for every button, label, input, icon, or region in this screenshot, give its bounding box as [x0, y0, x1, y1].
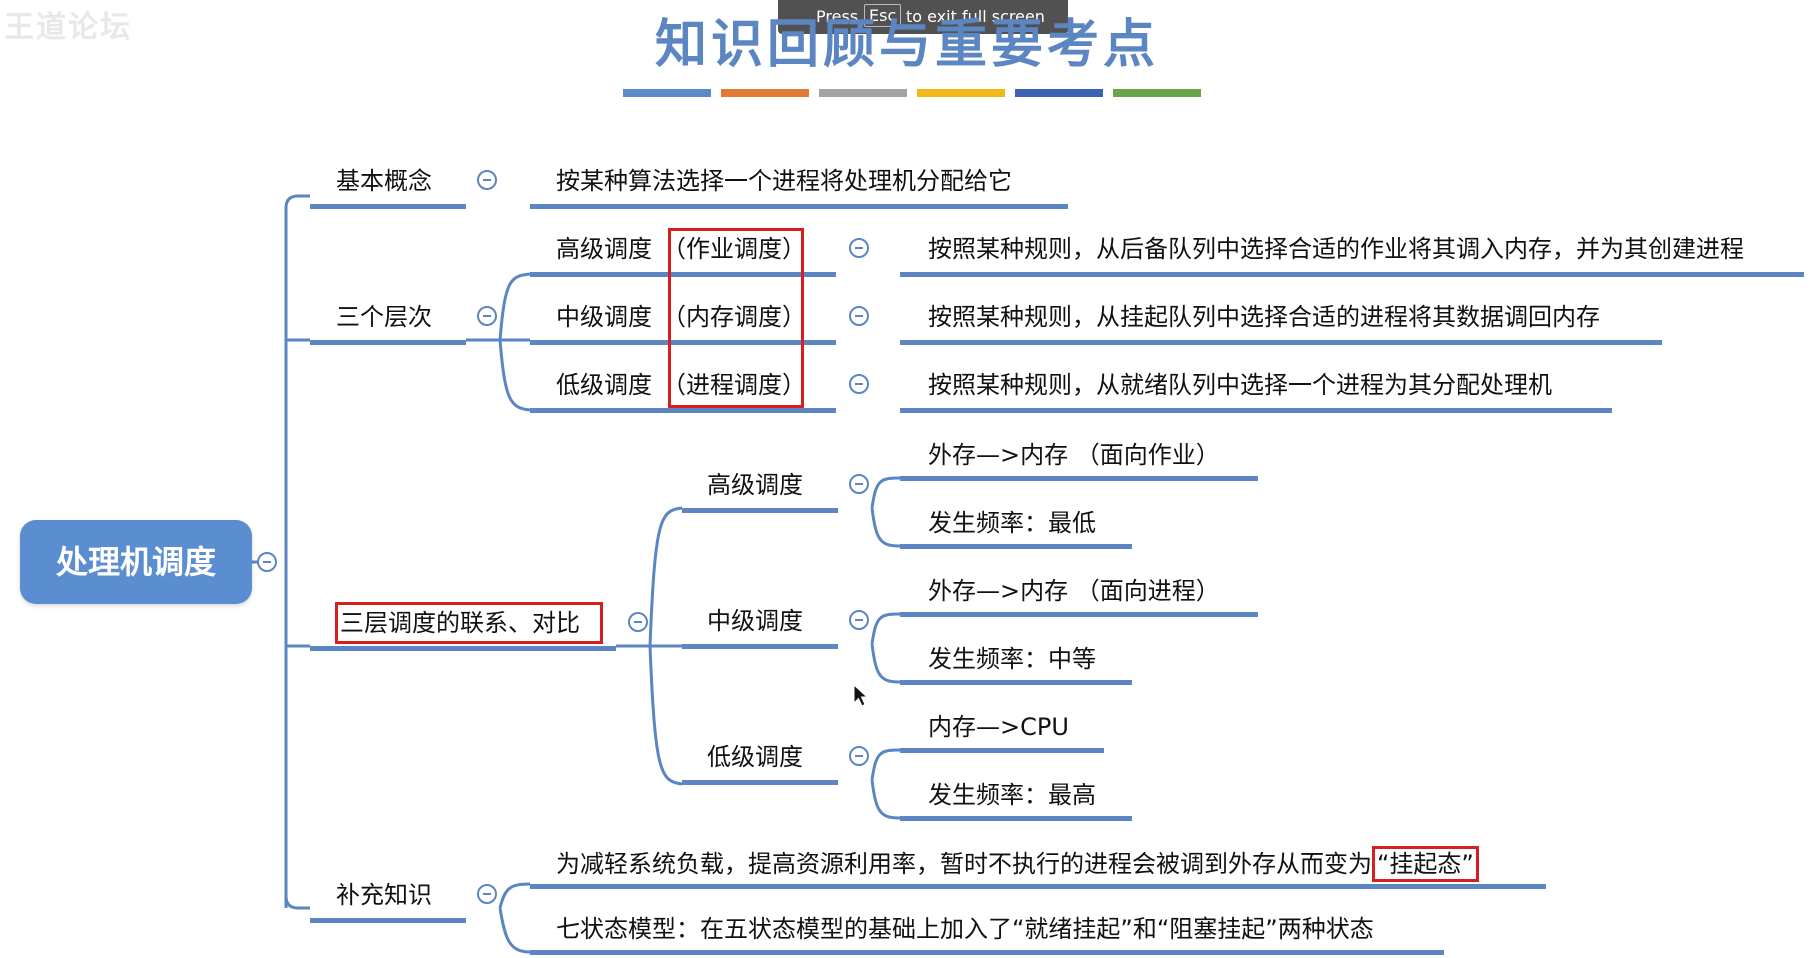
- detail-underline: [900, 748, 1104, 753]
- detail-underline: [530, 204, 1068, 209]
- compare-highlight-box: [335, 602, 603, 644]
- extra-item-2: 七状态模型：在五状态模型的基础上加入了“就绪挂起”和“阻塞挂起”两种状态: [556, 915, 1374, 943]
- compare-mid-detail-2: 发生频率：中等: [928, 645, 1096, 673]
- title-color-bar: [1113, 89, 1201, 97]
- detail-underline: [900, 680, 1132, 685]
- level-high-label[interactable]: 高级调度: [556, 235, 652, 263]
- compare-low-detail-1: 内存—>CPU: [928, 713, 1069, 741]
- detail-underline: [900, 408, 1612, 413]
- level-low-label[interactable]: 低级调度: [556, 371, 652, 399]
- item-underline: [682, 644, 838, 649]
- compare-mid-label[interactable]: 中级调度: [707, 607, 803, 635]
- branch-underline: [310, 646, 616, 651]
- compare-low-label[interactable]: 低级调度: [707, 743, 803, 771]
- level-high-collapse-icon[interactable]: [849, 238, 869, 258]
- mouse-cursor-icon: [853, 684, 869, 707]
- detail-underline: [530, 950, 1444, 955]
- detail-underline: [900, 544, 1132, 549]
- level-mid-alias: （内存调度）: [662, 303, 806, 331]
- alias-highlight-box: [668, 228, 804, 408]
- item-underline: [682, 780, 838, 785]
- level-high-alias: （作业调度）: [662, 235, 806, 263]
- branch-levels-label[interactable]: 三个层次: [336, 303, 432, 331]
- detail-underline: [900, 272, 1804, 277]
- level-low-collapse-icon[interactable]: [849, 374, 869, 394]
- item-underline: [682, 508, 838, 513]
- compare-low-collapse-icon[interactable]: [849, 746, 869, 766]
- compare-high-collapse-icon[interactable]: [849, 474, 869, 494]
- item-underline: [530, 408, 836, 413]
- detail-underline: [900, 476, 1258, 481]
- compare-high-detail-2: 发生频率：最低: [928, 509, 1096, 537]
- level-high-detail: 按照某种规则，从后备队列中选择合适的作业将其调入内存，并为其创建进程: [928, 235, 1744, 263]
- page-title: 知识回顾与重要考点: [654, 15, 1159, 75]
- title-color-bar: [917, 89, 1005, 97]
- detail-underline: [900, 612, 1258, 617]
- title-color-bar: [819, 89, 907, 97]
- branch-compare-collapse-icon[interactable]: [628, 612, 648, 632]
- compare-mid-collapse-icon[interactable]: [849, 610, 869, 630]
- basic-detail-text: 按某种算法选择一个进程将处理机分配给它: [556, 167, 1012, 195]
- level-mid-detail: 按照某种规则，从挂起队列中选择合适的进程将其数据调回内存: [928, 303, 1600, 331]
- level-low-alias: （进程调度）: [662, 371, 806, 399]
- suspend-state-highlight: “挂起态”: [1372, 846, 1479, 882]
- branch-underline: [310, 918, 466, 923]
- fullscreen-hint-bar: Press Esc to exit full screen: [778, 0, 1068, 34]
- detail-underline: [900, 816, 1132, 821]
- compare-high-label[interactable]: 高级调度: [707, 471, 803, 499]
- fullscreen-hint-press: Press: [816, 7, 859, 26]
- detail-underline: [530, 884, 1546, 889]
- level-mid-label[interactable]: 中级调度: [556, 303, 652, 331]
- compare-mid-detail-1: 外存—>内存 （面向进程）: [928, 577, 1220, 605]
- level-low-detail: 按照某种规则，从就绪队列中选择一个进程为其分配处理机: [928, 371, 1552, 399]
- item-underline: [530, 340, 836, 345]
- root-node[interactable]: 处理机调度: [20, 520, 252, 604]
- branch-underline: [310, 204, 466, 209]
- compare-high-detail-1: 外存—>内存 （面向作业）: [928, 441, 1220, 469]
- item-underline: [530, 272, 836, 277]
- branch-basic-collapse-icon[interactable]: [477, 170, 497, 190]
- compare-low-detail-2: 发生频率：最高: [928, 781, 1096, 809]
- watermark-logo: 王道论坛: [4, 10, 132, 45]
- branch-levels-collapse-icon[interactable]: [477, 306, 497, 326]
- branch-compare-label[interactable]: 三层调度的联系、对比: [340, 609, 580, 637]
- fullscreen-hint-suffix: to exit full screen: [906, 7, 1045, 26]
- branch-underline: [310, 340, 466, 345]
- detail-underline: [900, 340, 1662, 345]
- extra-item-1-text: 为减轻系统负载，提高资源利用率，暂时不执行的进程会被调到外存从而变为: [556, 850, 1372, 878]
- branch-basic-label[interactable]: 基本概念: [336, 167, 432, 195]
- esc-key-badge: Esc: [864, 4, 902, 27]
- branch-extra-collapse-icon[interactable]: [477, 884, 497, 904]
- branch-extra-label[interactable]: 补充知识: [336, 881, 432, 909]
- extra-item-1: 为减轻系统负载，提高资源利用率，暂时不执行的进程会被调到外存从而变为“挂起态”: [556, 846, 1479, 882]
- title-color-bar: [623, 89, 711, 97]
- title-color-bar: [721, 89, 809, 97]
- root-collapse-toggle-icon[interactable]: [257, 552, 277, 572]
- title-color-bar: [1015, 89, 1103, 97]
- level-mid-collapse-icon[interactable]: [849, 306, 869, 326]
